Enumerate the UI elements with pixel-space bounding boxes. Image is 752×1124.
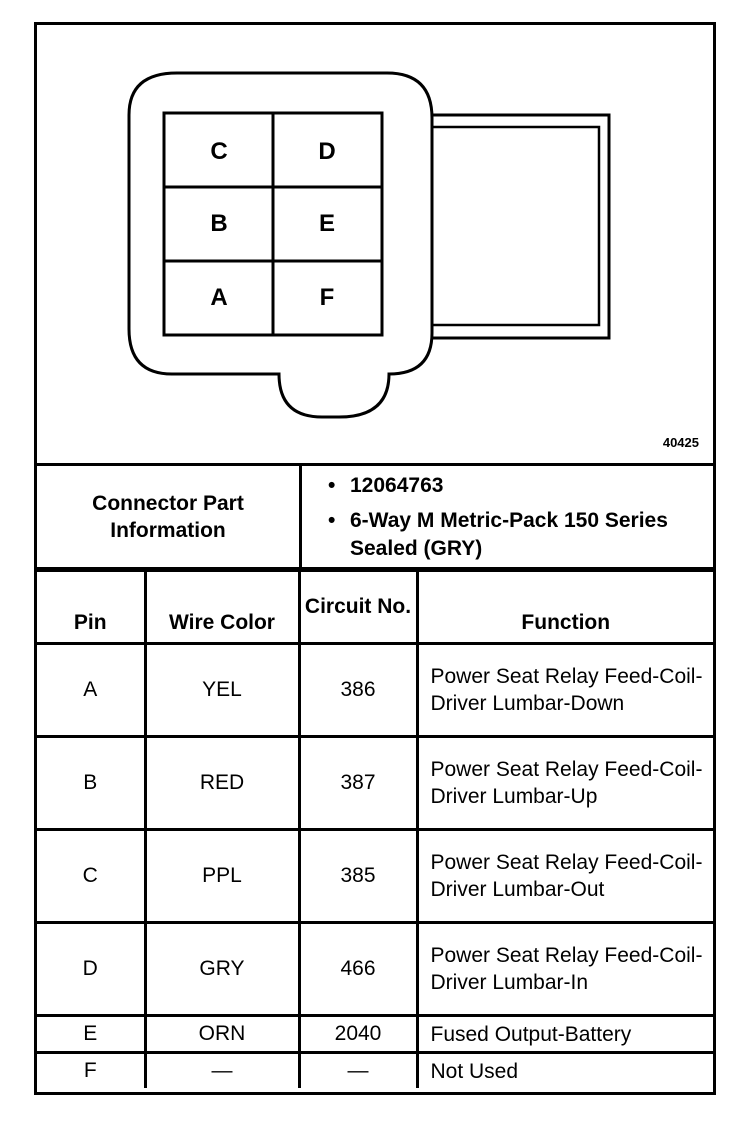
pin-cell: B [37,735,147,831]
header-function: Function [415,569,713,645]
table-row: B RED 387 Power Seat Relay Feed-Coil-Dri… [37,735,713,831]
wire-color-cell: GRY [143,921,301,1017]
connector-part-info: Connector Part Information • 12064763 • … [37,466,713,570]
bullet-icon: • [328,474,336,497]
pin-table: Pin Wire Color Circuit No. Function A YE… [37,569,713,1088]
wire-color-cell: PPL [143,828,301,924]
function-cell: Power Seat Relay Feed-Coil-Driver Lumbar… [415,921,713,1017]
cavity-label-a: A [210,284,227,311]
cavity-label-f: F [320,284,335,311]
connector-face-drawing: C D B E A F [127,71,611,419]
pin-cell: D [37,921,147,1017]
function-cell: Fused Output-Battery [415,1014,713,1054]
pin-cell: A [37,642,147,738]
wire-color-cell: — [143,1051,301,1088]
function-cell: Power Seat Relay Feed-Coil-Driver Lumbar… [415,642,713,738]
table-row: A YEL 386 Power Seat Relay Feed-Coil-Dri… [37,642,713,738]
bullet-icon: • [328,509,336,532]
circuit-cell: 386 [297,642,419,738]
circuit-cell: 385 [297,828,419,924]
connector-sheet: C D B E A F 40425 Connector Part Informa… [34,22,716,1095]
part-info-label: Connector Part Information [37,466,302,567]
part-info-item: • 6-Way M Metric-Pack 150 Series Sealed … [322,507,702,563]
part-number: 12064763 [350,474,444,497]
header-pin: Pin [37,569,147,645]
connector-latch-inner [432,125,601,327]
wire-color-cell: RED [143,735,301,831]
circuit-cell: 387 [297,735,419,831]
pin-cell: E [37,1014,147,1054]
part-info-item: • 12064763 [322,472,702,500]
header-wire-color: Wire Color [143,569,301,645]
circuit-cell: 466 [297,921,419,1017]
pin-table-header: Pin Wire Color Circuit No. Function [37,569,713,645]
function-cell: Power Seat Relay Feed-Coil-Driver Lumbar… [415,828,713,924]
wire-color-cell: YEL [143,642,301,738]
table-row: F — — Not Used [37,1051,713,1088]
connector-latch-outer [429,113,611,340]
function-cell: Not Used [415,1051,713,1088]
table-row: D GRY 466 Power Seat Relay Feed-Coil-Dri… [37,921,713,1017]
function-cell: Power Seat Relay Feed-Coil-Driver Lumbar… [415,735,713,831]
header-circuit-no: Circuit No. [297,569,419,645]
pin-cell: C [37,828,147,924]
wire-color-cell: ORN [143,1014,301,1054]
part-info-list: • 12064763 • 6-Way M Metric-Pack 150 Ser… [322,472,702,563]
cavity-label-c: C [210,138,227,165]
connector-figure: C D B E A F 40425 [37,25,713,466]
cavity-label-d: D [318,138,335,165]
connector-description: 6-Way M Metric-Pack 150 Series Sealed (G… [350,509,668,560]
pin-cell: F [37,1051,147,1088]
figure-number: 40425 [662,435,699,450]
circuit-cell: — [297,1051,419,1088]
table-row: C PPL 385 Power Seat Relay Feed-Coil-Dri… [37,828,713,924]
cavity-label-b: B [210,210,227,237]
circuit-cell: 2040 [297,1014,419,1054]
cavity-label-e: E [319,210,335,237]
table-row: E ORN 2040 Fused Output-Battery [37,1014,713,1054]
